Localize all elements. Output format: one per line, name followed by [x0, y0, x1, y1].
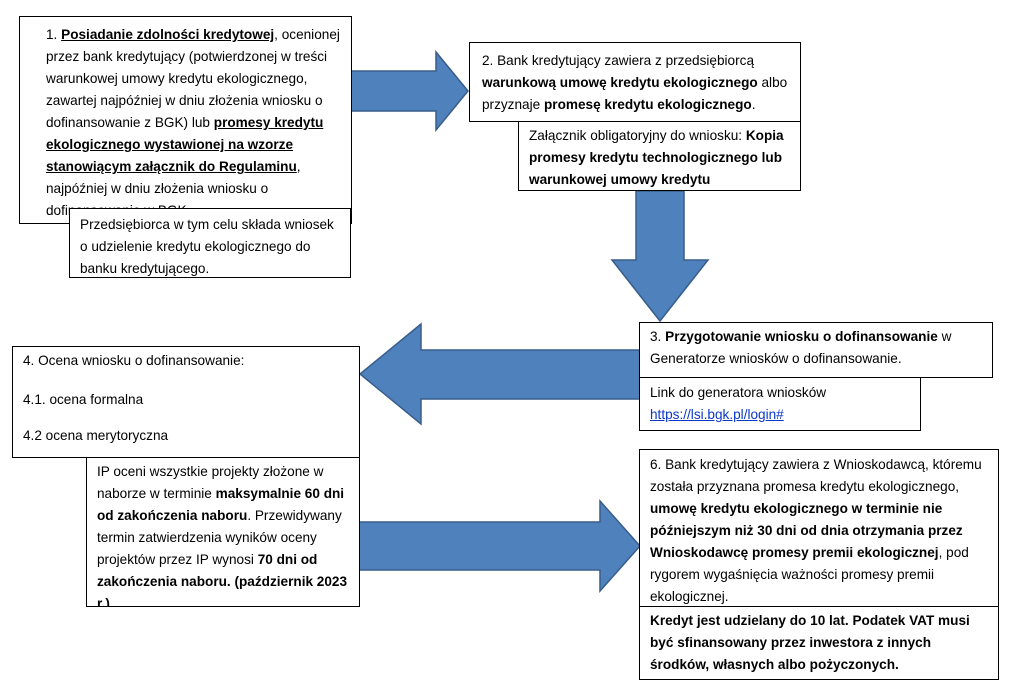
step-1-heading: Posiadanie zdolności kredytowej [61, 27, 275, 42]
arrow-right-top [350, 49, 469, 133]
arrow-right-bottom [357, 499, 642, 593]
step-4-box: 4. Ocena wniosku o dofinansowanie: 4.1. … [12, 346, 360, 458]
generator-link-label: Link do generatora wniosków [650, 385, 827, 400]
step-6-box: 6. Bank kredytujący zawiera z Wnioskodaw… [639, 449, 999, 607]
step-4-item-merit: 4.2 ocena merytoryczna [23, 428, 169, 443]
step-4-note-box: IP oceni wszystkie projekty złożone w na… [86, 457, 360, 607]
step-2-note-box: Załącznik obligatoryjny do wniosku: Kopi… [518, 121, 801, 191]
step-4-note-text: IP oceni wszystkie projekty złożone w na… [97, 464, 348, 607]
step-1-box: 1. Posiadanie zdolności kredytowej, ocen… [19, 16, 352, 224]
step-1-note-text: Przedsiębiorca w tym celu składa wniosek… [80, 217, 334, 276]
step-4-title: 4. Ocena wniosku o dofinansowanie: [23, 353, 245, 368]
generator-link[interactable]: https://lsi.bgk.pl/login# [650, 407, 784, 422]
step-2-box: 2. Bank kredytujący zawiera z przedsiębi… [469, 42, 801, 122]
step-6-note-text: Kredyt jest udzielany do 10 lat. Podatek… [650, 613, 970, 672]
step-6-text: 6. Bank kredytujący zawiera z Wnioskodaw… [650, 457, 982, 604]
step-1-note-box: Przedsiębiorca w tym celu składa wniosek… [69, 208, 351, 278]
step-6-note-box: Kredyt jest udzielany do 10 lat. Podatek… [639, 606, 999, 680]
step-1-text: 1. Posiadanie zdolności kredytowej, ocen… [46, 27, 340, 218]
arrow-left-middle [358, 322, 642, 426]
arrow-down [610, 190, 710, 323]
step-2-text: 2. Bank kredytujący zawiera z przedsiębi… [482, 53, 788, 112]
step-3-box: 3. Przygotowanie wniosku o dofinansowani… [639, 322, 993, 378]
step-2-note-text: Załącznik obligatoryjny do wniosku: Kopi… [529, 128, 784, 187]
step-1-promesa: promesy kredytu ekologicznego wystawione… [46, 115, 324, 174]
step-4-item-formal: 4.1. ocena formalna [23, 392, 144, 407]
step-3-note-box: Link do generatora wniosków https://lsi.… [639, 377, 921, 431]
step-3-text: 3. Przygotowanie wniosku o dofinansowani… [650, 329, 952, 366]
